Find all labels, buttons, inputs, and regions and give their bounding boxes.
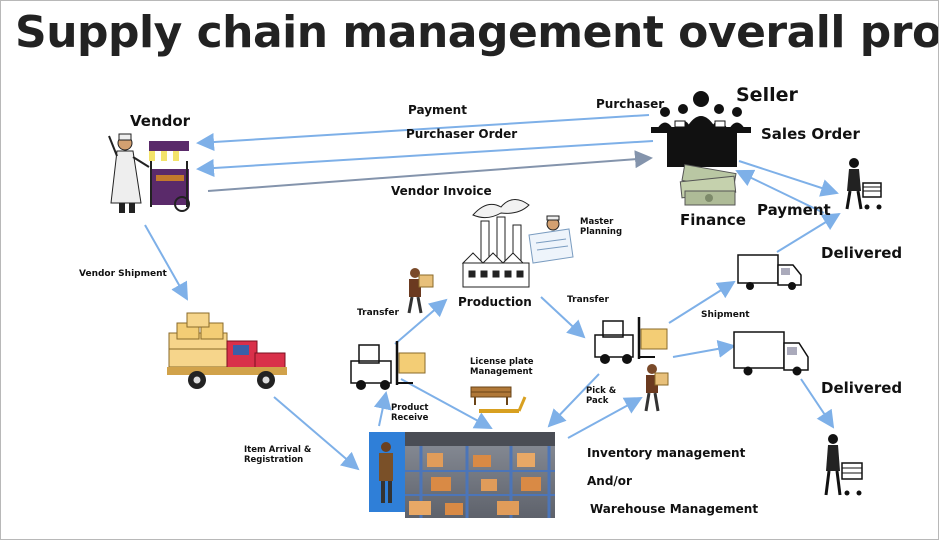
sales-order-label: Sales Order [761, 125, 860, 143]
arrow-customer-payment [735, 169, 825, 214]
customer-illustration-top [845, 158, 882, 210]
truck-illustration [167, 312, 287, 389]
van-lower-illustration [733, 331, 809, 376]
transfer-left-label: Transfer [357, 308, 399, 318]
arrow-vendor-shipment [144, 224, 188, 301]
arrow-product-receive [373, 391, 392, 427]
production-label: Production [458, 295, 532, 309]
van-upper-illustration [737, 254, 802, 290]
item-arrival-label: Item Arrival & Registration [244, 445, 312, 465]
seller-illustration [651, 91, 751, 167]
arrow-vendor-invoice [207, 150, 653, 192]
arrow-item-arrival [273, 396, 360, 471]
delivered-label-bottom: Delivered [821, 379, 903, 397]
payment-flow-label: Payment [408, 103, 467, 117]
and-or-label: And/or [587, 474, 632, 488]
arrow-forklift-to-warehouse [400, 378, 493, 429]
factory-illustration [461, 199, 530, 288]
inventory-management-label: Inventory management [587, 446, 746, 460]
purchaser-order-label: Purchaser Order [406, 127, 518, 141]
transfer-right-label: Transfer [567, 295, 609, 305]
vendor-label: Vendor [130, 112, 191, 130]
arrow-forklift-to-production [394, 298, 448, 345]
seller-label: Seller [736, 84, 798, 106]
vendor-illustration [108, 133, 190, 213]
master-planning-label: Master Planning [580, 217, 623, 237]
arrow-purchaser-order [196, 140, 654, 178]
arrow-delivered-upper [776, 212, 841, 253]
license-plate-label: License plate Management [470, 357, 534, 377]
master-planning-illustration [528, 215, 574, 264]
warehouse-illustration [369, 432, 555, 518]
customer-illustration-bottom [824, 434, 863, 496]
arrow-shipment-lower [672, 339, 736, 358]
flow-arrows [144, 114, 841, 471]
arrow-warehouse-to-pick [567, 397, 643, 439]
page-title: Supply chain management overall process [15, 7, 939, 58]
warehouse-management-label: Warehouse Management [590, 502, 759, 516]
arrow-delivered-lower [800, 378, 835, 429]
shipment-label: Shipment [701, 310, 750, 320]
arrow-seller-to-customer [738, 160, 839, 197]
pick-pack-label: Pick & Pack [586, 386, 617, 406]
forklift-left-illustration [350, 341, 426, 390]
transfer-worker-illustration [407, 268, 434, 314]
forklift-right-illustration [594, 317, 668, 364]
vendor-invoice-label: Vendor Invoice [391, 184, 492, 198]
pick-worker-illustration [644, 364, 669, 412]
arrow-pick-to-warehouse [547, 373, 600, 428]
arrow-shipment-upper [668, 280, 736, 324]
arrow-payment [196, 114, 650, 151]
finance-label: Finance [680, 211, 746, 229]
vendor-shipment-label: Vendor Shipment [79, 269, 167, 279]
finance-illustration [679, 164, 737, 206]
arrow-production-transfer [540, 296, 586, 339]
product-receive-label: Product Receive [391, 403, 429, 423]
purchaser-label: Purchaser [596, 97, 665, 111]
pallet-jack-illustration [470, 386, 527, 413]
delivered-label-top: Delivered [821, 244, 903, 262]
payment-customer-label: Payment [757, 201, 831, 219]
